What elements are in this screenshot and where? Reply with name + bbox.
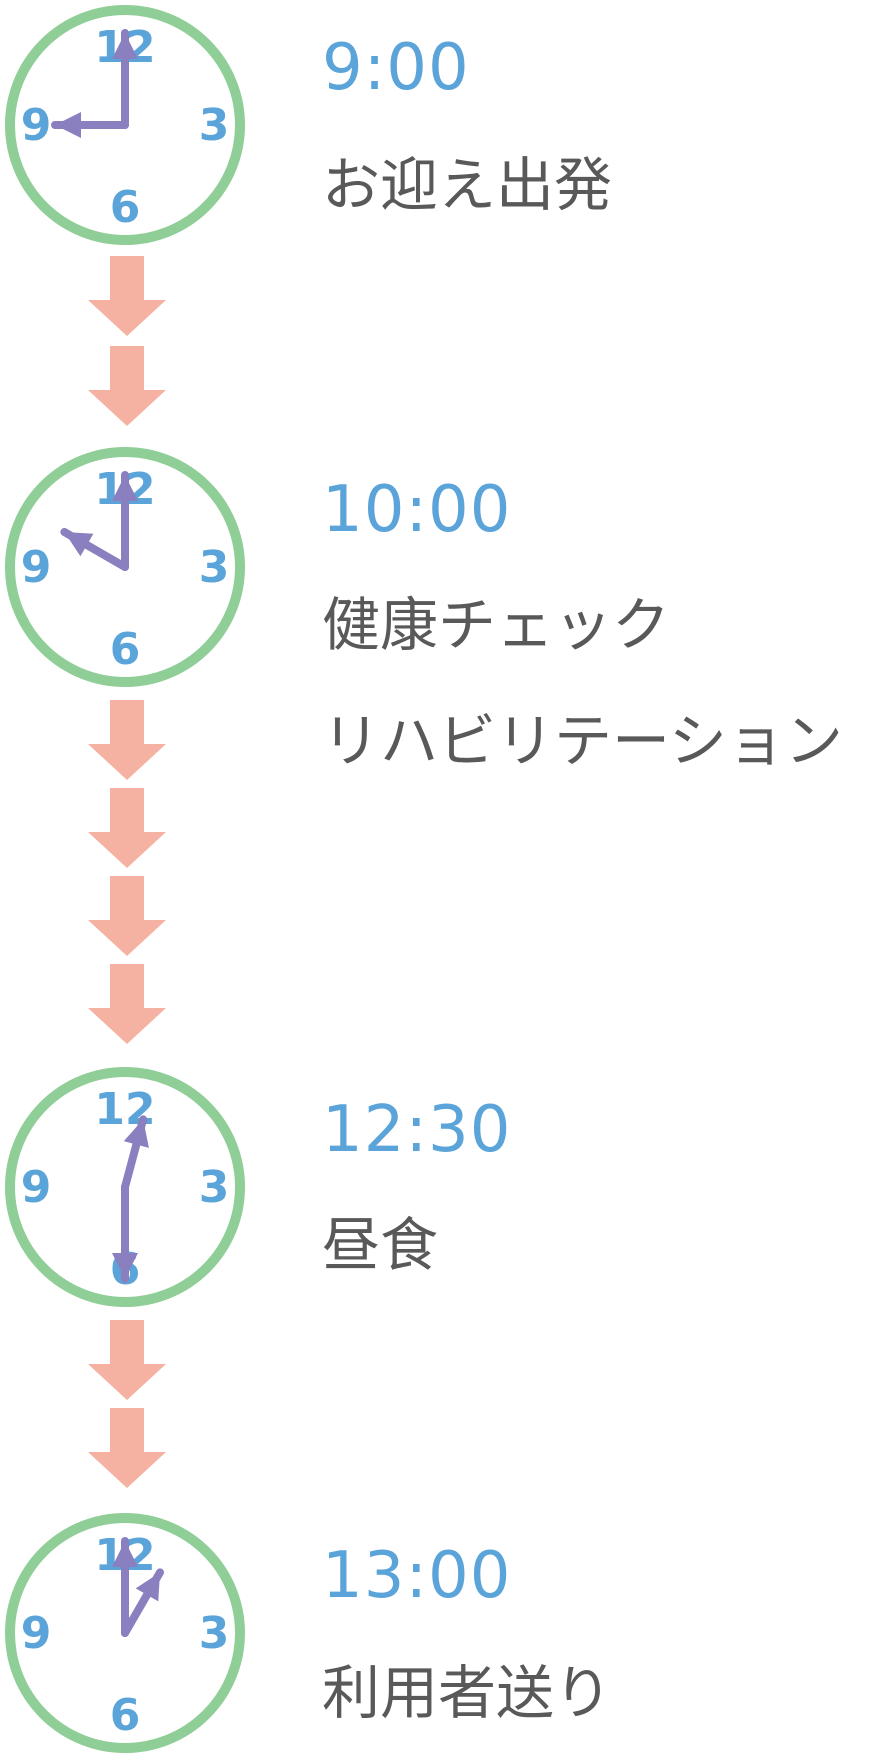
numeral-9: 9 — [21, 542, 52, 593]
numeral-6: 6 — [110, 182, 141, 233]
step-label: お迎え出発 — [322, 151, 613, 219]
clock-icon: 12 3 6 9 — [0, 0, 250, 250]
minute-hand-arrowhead — [112, 33, 138, 59]
minute-hand-arrowhead — [112, 1253, 138, 1279]
down-arrow-icon — [88, 1408, 166, 1488]
numeral-3: 3 — [199, 1608, 230, 1659]
step-label: 昼食 — [322, 1211, 439, 1279]
step-time: 13:00 — [322, 1539, 512, 1613]
clock-icon: 12 3 6 9 — [0, 442, 250, 692]
clock-icon: 12 3 6 9 — [0, 1508, 250, 1758]
step-label: 健康チェック — [322, 591, 671, 659]
down-arrow-icon — [88, 1320, 166, 1400]
clock-icon: 12 3 6 9 — [0, 1062, 250, 1312]
down-arrow-icon — [88, 876, 166, 956]
hour-hand-arrowhead — [55, 112, 81, 138]
hour-hand-arrowhead — [64, 532, 94, 557]
down-arrow-icon — [88, 700, 166, 780]
step-time: 10:00 — [322, 473, 512, 547]
numeral-3: 3 — [199, 542, 230, 593]
step-time: 9:00 — [322, 31, 470, 105]
down-arrow-icon — [88, 788, 166, 868]
minute-hand-arrowhead — [112, 475, 138, 501]
down-arrow-icon — [88, 256, 166, 336]
down-arrow-icon — [88, 964, 166, 1044]
numeral-12: 12 — [94, 1084, 155, 1135]
numeral-3: 3 — [199, 100, 230, 151]
step-label: リハビリテーション — [322, 707, 843, 775]
numeral-9: 9 — [21, 1608, 52, 1659]
minute-hand-arrowhead — [112, 1541, 138, 1567]
down-arrow-icon — [88, 346, 166, 426]
numeral-3: 3 — [199, 1162, 230, 1213]
step-time: 12:30 — [322, 1093, 512, 1167]
hour-hand-arrowhead — [135, 1572, 160, 1602]
numeral-9: 9 — [21, 100, 52, 151]
numeral-6: 6 — [110, 1690, 141, 1741]
numeral-9: 9 — [21, 1162, 52, 1213]
hour-hand-arrowhead — [123, 1119, 149, 1148]
numeral-6: 6 — [110, 624, 141, 675]
step-label: 利用者送り — [322, 1659, 613, 1727]
